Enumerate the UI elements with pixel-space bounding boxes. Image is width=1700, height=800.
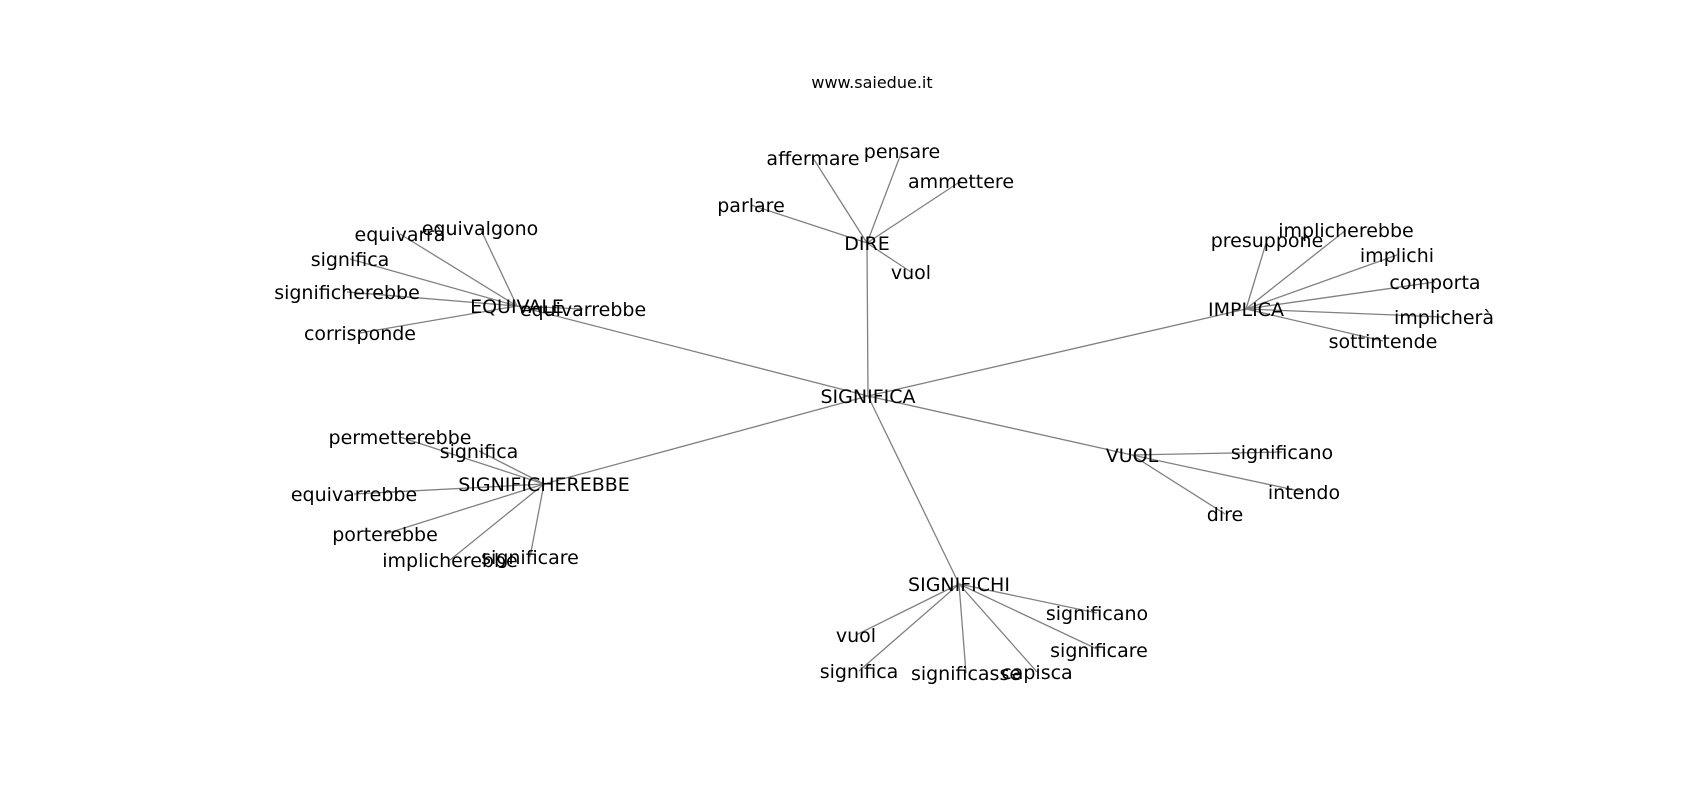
node-word-significhi-2: vuol (836, 625, 876, 647)
node-hub-vuol: VUOL (1106, 445, 1159, 467)
node-word-significherebbe-1: significa (440, 441, 519, 463)
edge-dire-0 (812, 157, 868, 244)
node-word-equivale-3: significherebbe (274, 282, 420, 304)
edge-equivale-5 (359, 305, 518, 334)
node-word-significherebbe-5: significare (481, 547, 579, 569)
edge-root-implica (867, 308, 1247, 397)
edge-implica-1 (1245, 229, 1347, 310)
edge-root-significhi (867, 395, 960, 585)
node-word-significherebbe-0: permetterebbe (329, 427, 472, 449)
node-word-significherebbe-2: equivarrebbe (291, 484, 417, 506)
node-hub-dire: DIRE (844, 233, 889, 255)
edge-equivale-3 (346, 291, 518, 307)
edge-significhi-3 (858, 583, 960, 672)
node-word-significhi-1: significare (1050, 640, 1148, 662)
edge-implica-2 (1245, 254, 1398, 310)
edge-root-equivale (516, 305, 869, 397)
edge-vuol-0 (1131, 451, 1283, 456)
node-word-dire-4: vuol (891, 262, 931, 284)
edge-dire-4 (866, 242, 912, 273)
node-hub-equivale: EQUIVALE (470, 296, 564, 318)
edge-implica-3 (1245, 281, 1436, 310)
node-word-implica-3: comporta (1389, 272, 1480, 294)
edge-significhi-4 (958, 583, 967, 674)
node-word-implica-0: presuppone (1211, 230, 1324, 252)
edge-dire-2 (866, 180, 962, 244)
node-word-vuol-2: dire (1207, 504, 1243, 526)
node-word-dire-0: affermare (766, 148, 859, 170)
node-hub-significhi: SIGNIFICHI (908, 574, 1010, 596)
node-word-equivale-0: equivarrà (355, 224, 446, 246)
edges-layer (346, 150, 1445, 674)
edge-implica-5 (1245, 308, 1384, 342)
node-word-significherebbe-4: implicherebbe (382, 550, 517, 572)
node-word-significherebbe-3: porterebbe (332, 524, 438, 546)
edge-root-dire (866, 242, 869, 397)
edge-significherebbe-1 (478, 450, 545, 485)
edge-significherebbe-4 (449, 483, 545, 561)
edge-implica-0 (1245, 239, 1268, 310)
node-hub-significherebbe: SIGNIFICHEREBBE (458, 474, 630, 496)
edge-root-vuol (867, 395, 1133, 456)
edge-significherebbe-5 (529, 483, 545, 558)
edge-equivale-2 (349, 258, 518, 307)
node-word-dire-2: ammettere (908, 171, 1014, 193)
node-word-equivale-1: equivalgono (422, 218, 539, 240)
edge-significherebbe-0 (399, 436, 545, 485)
edge-root-significherebbe (543, 395, 869, 485)
edge-equivale-0 (399, 233, 518, 307)
node-word-significhi-5: capisca (1001, 662, 1072, 684)
node-word-significhi-4: significasse (911, 663, 1021, 685)
edge-significhi-2 (855, 583, 960, 636)
edge-equivale-1 (479, 227, 518, 307)
node-word-equivale-2: significa (311, 249, 390, 271)
node-word-vuol-0: significano (1231, 442, 1333, 464)
edge-dire-3 (750, 204, 868, 244)
node-word-vuol-1: intendo (1268, 482, 1340, 504)
node-word-dire-1: pensare (864, 141, 940, 163)
edge-significherebbe-3 (384, 483, 545, 535)
node-word-equivale-5: corrisponde (304, 323, 416, 345)
node-word-equivale-4: equivarrebbe (520, 299, 646, 321)
node-word-significhi-0: significano (1046, 603, 1148, 625)
edge-significherebbe-2 (353, 483, 545, 495)
edge-dire-1 (866, 150, 903, 244)
edge-vuol-2 (1131, 454, 1226, 515)
node-root: SIGNIFICA (821, 386, 916, 408)
edge-significhi-5 (958, 583, 1038, 673)
edge-vuol-1 (1131, 454, 1305, 493)
node-word-implica-2: implichi (1360, 245, 1434, 267)
edge-significhi-1 (958, 583, 1100, 651)
site-label: www.saiedue.it (811, 73, 932, 92)
node-word-implica-4: implicherà (1394, 307, 1494, 329)
edge-equivale-4 (516, 305, 584, 310)
node-word-significhi-3: significa (820, 661, 899, 683)
edge-significhi-0 (958, 583, 1098, 614)
node-word-implica-1: implicherebbe (1278, 220, 1413, 242)
node-hub-implica: IMPLICA (1208, 299, 1284, 321)
node-word-dire-3: parlare (717, 195, 785, 217)
edge-implica-4 (1245, 308, 1445, 318)
node-word-implica-5: sottintende (1329, 331, 1438, 353)
